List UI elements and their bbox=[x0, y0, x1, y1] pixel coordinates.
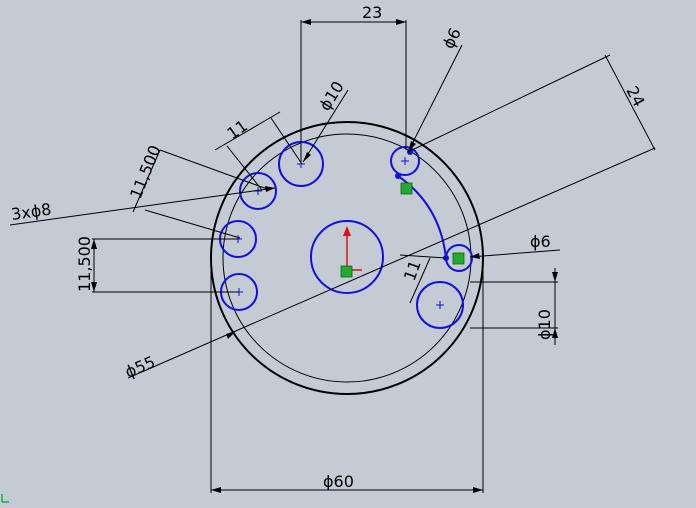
dim-3x-phi8[interactable]: 3xϕ8 bbox=[10, 186, 276, 226]
dim-phi60[interactable]: ϕ60 bbox=[210, 260, 484, 493]
dim-23-text: 23 bbox=[362, 3, 382, 22]
hole-phi8-1[interactable] bbox=[239, 172, 277, 210]
dim-phi6-right[interactable]: ϕ6 bbox=[469, 232, 561, 259]
dim-24[interactable]: 24 bbox=[407, 54, 656, 153]
hole-phi6-top[interactable] bbox=[390, 146, 420, 176]
dim-phi6-top[interactable]: ϕ6 bbox=[407, 25, 465, 153]
dim-23[interactable]: 23 bbox=[300, 3, 407, 164]
dim-11-right[interactable]: 11 bbox=[400, 254, 447, 304]
dim-11500-vert[interactable]: 11,500 bbox=[75, 236, 239, 293]
origin-icon bbox=[340, 226, 362, 278]
triad-corner-icon bbox=[1, 494, 9, 503]
dim-11500-diag-text: 11,500 bbox=[126, 142, 165, 201]
dim-11-top-text: 11 bbox=[223, 116, 251, 143]
dim-11-top[interactable]: 11 bbox=[214, 111, 303, 191]
arc-slot[interactable] bbox=[397, 175, 447, 259]
dim-phi10-right-text: ϕ10 bbox=[535, 309, 554, 340]
outer-circle-60[interactable] bbox=[210, 121, 484, 395]
coincident-relation-icon bbox=[400, 182, 465, 265]
dim-phi6-right-text: ϕ6 bbox=[530, 232, 551, 251]
center-circle[interactable] bbox=[310, 220, 384, 294]
dim-phi55-text: ϕ55 bbox=[122, 352, 158, 382]
arc-endpoint-top[interactable] bbox=[395, 173, 401, 179]
dim-24-text: 24 bbox=[622, 83, 648, 110]
dim-phi10-right[interactable]: ϕ10 bbox=[470, 268, 558, 345]
dim-11500-vert-text: 11,500 bbox=[75, 236, 94, 292]
dim-11-right-text: 11 bbox=[400, 258, 425, 284]
dim-phi55[interactable]: ϕ55 bbox=[122, 147, 656, 382]
dim-phi10-text: ϕ10 bbox=[315, 78, 347, 114]
dim-phi10[interactable]: ϕ10 bbox=[302, 78, 349, 163]
hole-phi10-bottom-right[interactable] bbox=[416, 281, 464, 329]
dim-phi60-text: ϕ60 bbox=[323, 472, 354, 491]
